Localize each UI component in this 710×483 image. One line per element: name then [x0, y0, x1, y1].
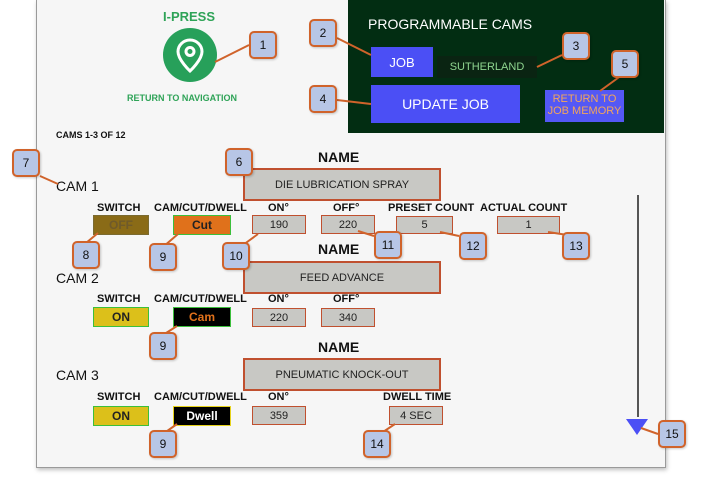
cams-count: CAMS 1-3 OF 12	[56, 130, 126, 140]
switch-toggle[interactable]: OFF	[93, 215, 149, 235]
on-degree-field[interactable]: 359	[252, 406, 306, 425]
callout-badge: 8	[72, 241, 100, 269]
callout-badge: 7	[12, 149, 40, 177]
on-degree-header: ON°	[268, 391, 289, 403]
switch-header: SWITCH	[97, 293, 141, 305]
name-header: NAME	[318, 149, 360, 165]
callout-badge: 15	[658, 420, 686, 448]
mode-header: CAM/CUT/DWELL	[154, 391, 247, 403]
callout-badge: 14	[363, 430, 391, 458]
callout-badge: 2	[309, 19, 337, 47]
callout-badge: 10	[222, 242, 250, 270]
page-title: PROGRAMMABLE CAMS	[368, 16, 533, 32]
job-button[interactable]: JOB	[371, 47, 433, 77]
cam-label: CAM 1	[56, 178, 99, 194]
actual-count-field: 1	[497, 216, 560, 234]
cam-name-field[interactable]: FEED ADVANCE	[243, 261, 441, 294]
preset-count-header: PRESET COUNT	[388, 202, 475, 214]
callout-badge: 9	[149, 243, 177, 271]
preset-count-field[interactable]: 5	[396, 216, 453, 234]
cam-name-field[interactable]: PNEUMATIC KNOCK-OUT	[243, 358, 441, 391]
update-job-button[interactable]: UPDATE JOB	[371, 85, 520, 123]
callout-badge: 11	[374, 231, 402, 259]
scroll-down-arrow-icon[interactable]	[626, 419, 648, 435]
off-degree-field[interactable]: 340	[321, 308, 375, 327]
callout-badge: 1	[249, 31, 277, 59]
cam-label: CAM 3	[56, 367, 99, 383]
scrollbar-track[interactable]	[637, 195, 639, 417]
map-pin-icon[interactable]	[163, 28, 217, 82]
on-degree-field[interactable]: 220	[252, 308, 306, 327]
brand-title: I-PRESS	[163, 9, 216, 24]
on-degree-field[interactable]: 190	[252, 215, 306, 234]
return-memory-line2: JOB MEMORY	[547, 105, 622, 117]
mode-header: CAM/CUT/DWELL	[154, 202, 247, 214]
return-memory-line1: RETURN TO	[552, 93, 617, 105]
off-degree-field[interactable]: 220	[321, 215, 375, 234]
callout-badge: 13	[562, 232, 590, 260]
name-header: NAME	[318, 339, 360, 355]
name-header: NAME	[318, 241, 360, 257]
switch-header: SWITCH	[97, 202, 141, 214]
dwell-time-field[interactable]: 4 SEC	[389, 406, 443, 425]
off-degree-header: OFF°	[333, 293, 360, 305]
actual-count-header: ACTUAL COUNT	[480, 202, 568, 214]
mode-toggle[interactable]: Dwell	[173, 406, 231, 426]
job-name-display: SUTHERLAND	[437, 56, 537, 78]
switch-toggle[interactable]: ON	[93, 307, 149, 327]
mode-toggle[interactable]: Cut	[173, 215, 231, 235]
switch-toggle[interactable]: ON	[93, 406, 149, 426]
callout-badge: 9	[149, 332, 177, 360]
return-to-job-memory-button[interactable]: RETURN TO JOB MEMORY	[545, 90, 624, 122]
off-degree-header: OFF°	[333, 202, 360, 214]
cam-label: CAM 2	[56, 270, 99, 286]
return-to-navigation-link[interactable]: RETURN TO NAVIGATION	[127, 93, 237, 103]
switch-header: SWITCH	[97, 391, 141, 403]
callout-badge: 5	[611, 50, 639, 78]
callout-badge: 3	[562, 32, 590, 60]
dwell-time-header: DWELL TIME	[383, 391, 452, 403]
cam-name-field[interactable]: DIE LUBRICATION SPRAY	[243, 168, 441, 201]
mode-header: CAM/CUT/DWELL	[154, 293, 247, 305]
callout-badge: 9	[149, 430, 177, 458]
callout-badge: 4	[309, 85, 337, 113]
callout-badge: 12	[459, 232, 487, 260]
on-degree-header: ON°	[268, 293, 289, 305]
mode-toggle[interactable]: Cam	[173, 307, 231, 327]
on-degree-header: ON°	[268, 202, 289, 214]
callout-badge: 6	[225, 148, 253, 176]
